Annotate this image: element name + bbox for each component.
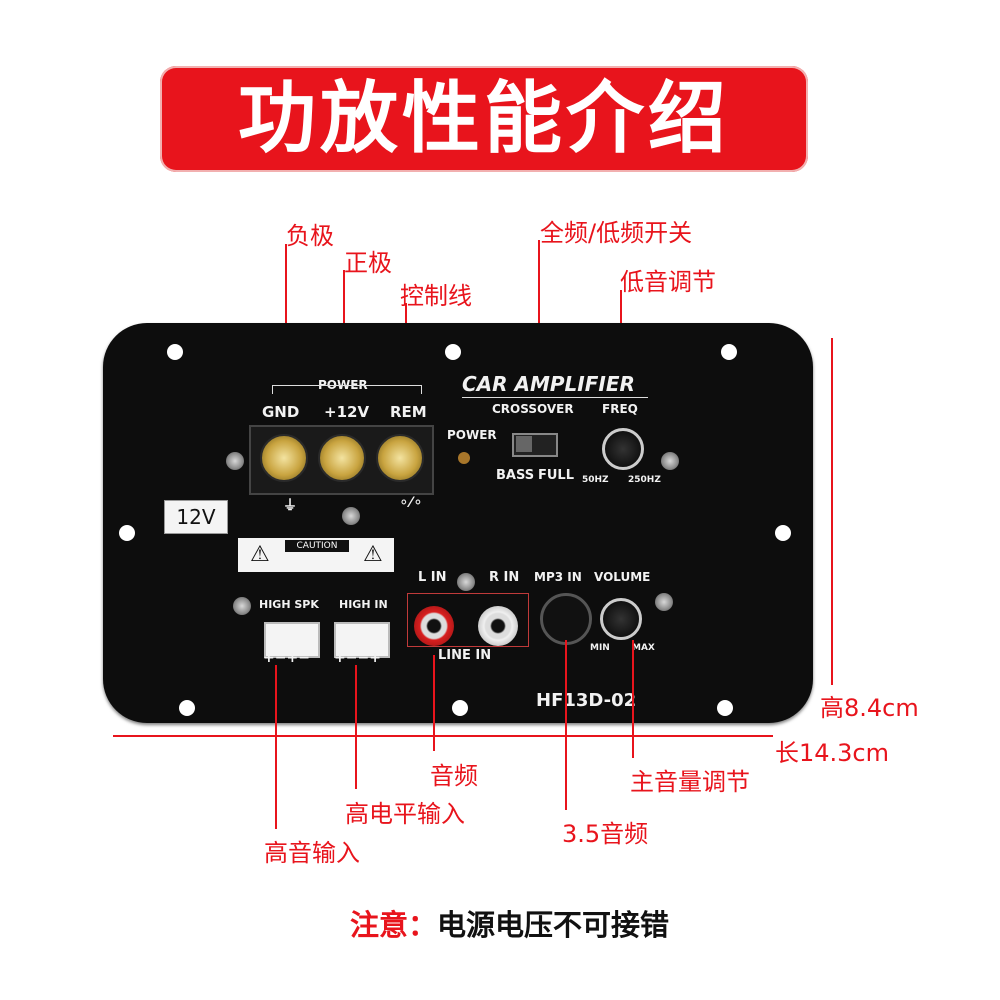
mount-hole — [167, 344, 183, 360]
callout-bass-adjust: 低音调节 — [620, 268, 716, 296]
rem-label: REM — [390, 403, 427, 421]
callout-line-treble — [275, 665, 277, 829]
freq-label: FREQ — [602, 402, 638, 416]
callout-high-level-input: 高电平输入 — [345, 800, 465, 828]
volume-knob[interactable] — [600, 598, 642, 640]
callout-negative: 负极 — [286, 222, 334, 250]
volume-label: VOLUME — [594, 570, 651, 584]
v12-label: +12V — [324, 403, 370, 421]
high-in-connector[interactable] — [334, 622, 390, 658]
gnd-label: GND — [262, 403, 300, 421]
rem-terminal[interactable] — [376, 434, 424, 482]
callout-treble-input: 高音输入 — [264, 839, 360, 867]
callout-positive: 正极 — [344, 249, 392, 277]
freq-max-label: 250HZ — [628, 475, 661, 485]
high-in-label: HIGH IN — [339, 598, 388, 611]
screw-icon — [226, 452, 244, 470]
line-in-frame — [407, 593, 529, 647]
brand-underline — [462, 397, 648, 398]
l-in-label: L IN — [418, 570, 447, 585]
volume-min-label: MIN — [590, 643, 610, 653]
crossover-label: CROSSOVER — [492, 402, 574, 416]
ground-symbol-icon: ⏚ — [283, 498, 297, 514]
screw-icon — [342, 507, 360, 525]
brand-label: CAR AMPLIFIER — [462, 372, 635, 396]
notice-text: 电源电压不可接错 — [437, 908, 670, 942]
length-dimension: 长14.3cm — [775, 739, 890, 767]
bass-freq-knob[interactable] — [602, 428, 644, 470]
gnd-terminal[interactable] — [260, 434, 308, 482]
title-banner — [160, 66, 808, 172]
height-dimension: 高8.4cm — [820, 694, 919, 722]
notice-label: 注意： — [350, 908, 438, 942]
callout-line-volume — [632, 640, 634, 758]
callout-master-volume: 主音量调节 — [630, 768, 750, 796]
crossover-switch-slider[interactable] — [516, 436, 532, 452]
power-bracket — [272, 385, 422, 394]
r-in-label: R IN — [489, 570, 520, 585]
remote-switch-icon: ⚬⁄⚬ — [398, 495, 424, 511]
warning-icon: ⚠ — [250, 542, 270, 567]
rca-right-jack[interactable] — [478, 606, 518, 646]
high-spk-connector[interactable] — [264, 622, 320, 658]
model-label: HF13D-02 — [536, 690, 637, 711]
notice-line: 注意：电源电压不可接错 — [350, 902, 669, 944]
rca-left-jack[interactable] — [414, 606, 454, 646]
mount-hole — [452, 700, 468, 716]
mp3-in-label: MP3 IN — [534, 570, 582, 584]
high-spk-pins: +−+− — [263, 650, 310, 666]
screw-icon — [457, 573, 475, 591]
bass-label: BASS — [496, 468, 535, 483]
mount-hole — [717, 700, 733, 716]
callout-line-audio — [433, 655, 435, 751]
page-title: 功放性能介绍 — [237, 74, 730, 164]
callout-line-jack — [565, 640, 567, 810]
high-spk-label: HIGH SPK — [259, 598, 319, 611]
callout-jack-audio: 3.5音频 — [562, 820, 649, 848]
length-dimension-line — [113, 735, 773, 737]
high-in-pins: +−−+ — [334, 650, 381, 666]
caution-label: CAUTION — [285, 540, 349, 552]
mount-hole — [179, 700, 195, 716]
height-dimension-line — [831, 338, 833, 685]
screw-icon — [233, 597, 251, 615]
voltage-label: 12V — [164, 500, 228, 534]
screw-icon — [661, 452, 679, 470]
v12-terminal[interactable] — [318, 434, 366, 482]
mount-hole — [445, 344, 461, 360]
callout-audio: 音频 — [430, 762, 478, 790]
line-in-label: LINE IN — [438, 648, 492, 663]
mount-hole — [775, 525, 791, 541]
power-led-label: POWER — [447, 428, 497, 442]
callout-control-wire: 控制线 — [400, 282, 472, 310]
volume-max-label: MAX — [632, 643, 655, 653]
mp3-in-jack[interactable] — [540, 593, 592, 645]
full-label: FULL — [538, 468, 575, 483]
power-led-indicator — [458, 452, 470, 464]
mount-hole — [721, 344, 737, 360]
mount-hole — [119, 525, 135, 541]
callout-line-high-level — [355, 665, 357, 789]
freq-min-label: 50HZ — [582, 475, 609, 485]
warning-icon: ⚠ — [363, 542, 383, 567]
callout-crossover-switch: 全频/低频开关 — [540, 219, 693, 247]
screw-icon — [655, 593, 673, 611]
